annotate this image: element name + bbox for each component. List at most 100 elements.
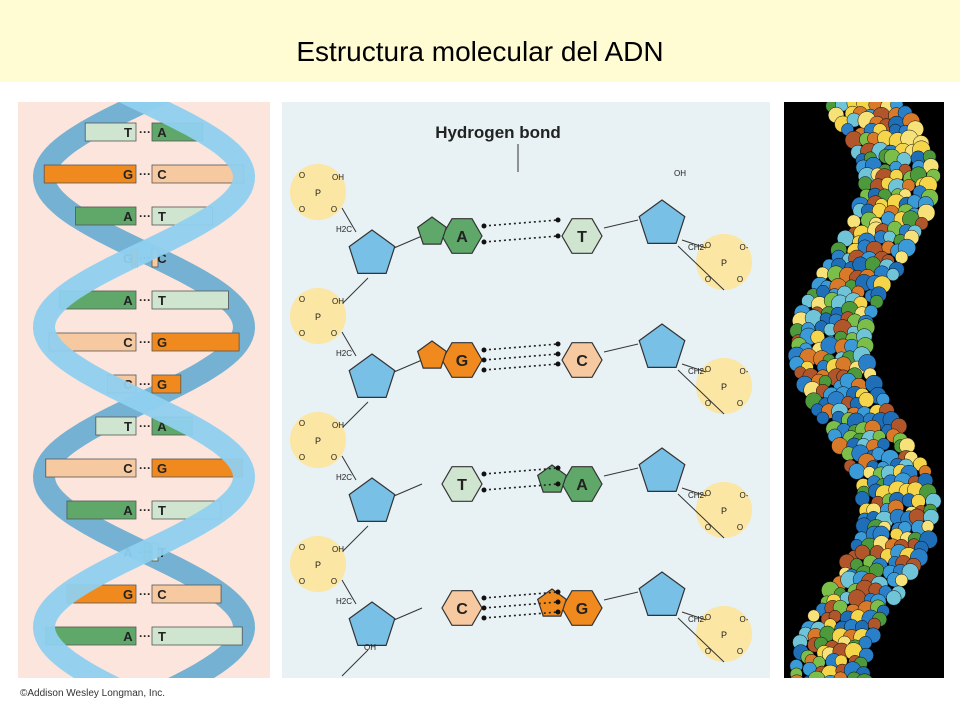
base-letter-right: T bbox=[158, 503, 166, 518]
phosphate-o: O bbox=[737, 523, 743, 532]
base-letter-right: A bbox=[157, 419, 167, 434]
backbone-bond bbox=[681, 239, 707, 249]
sugar-left bbox=[348, 477, 396, 522]
base-bar-right bbox=[151, 626, 243, 646]
backbone-bond bbox=[341, 455, 357, 481]
base-letter-right: C bbox=[157, 251, 167, 266]
glycosidic-bond bbox=[393, 235, 423, 249]
backbone-bond bbox=[677, 617, 725, 663]
bond-atom bbox=[481, 223, 487, 229]
phosphate-o: O bbox=[299, 543, 305, 552]
glycosidic-bond bbox=[393, 359, 423, 373]
backbone-bond bbox=[341, 525, 369, 553]
sugar-left bbox=[348, 229, 396, 274]
base-letter-right: G bbox=[157, 377, 167, 392]
hydrogen-bond-dots: ··· bbox=[139, 377, 151, 391]
title-band bbox=[0, 0, 960, 82]
phosphate-oh: O- bbox=[740, 491, 749, 500]
oh-label-bottom: OH bbox=[364, 643, 376, 652]
sugar-left bbox=[348, 353, 396, 398]
pyrimidine-hexagon bbox=[441, 466, 483, 502]
hydrogen-bond-dots: ··· bbox=[139, 461, 151, 475]
phosphate-p: P bbox=[315, 188, 321, 198]
atom-sphere bbox=[895, 573, 909, 587]
phosphate-o: O bbox=[299, 577, 305, 586]
backbone-bond bbox=[681, 363, 707, 373]
hydrogen-bond-line bbox=[483, 353, 559, 361]
bond-atom bbox=[481, 239, 487, 245]
hydrogen-bond-line bbox=[483, 591, 559, 599]
base-letter-left: A bbox=[123, 503, 133, 518]
hydrogen-bond-line bbox=[483, 219, 559, 227]
atom-sphere bbox=[790, 674, 804, 678]
phosphate-o: O bbox=[705, 241, 711, 250]
pyrimidine-letter: T bbox=[457, 477, 467, 494]
phosphate-oh: OH bbox=[332, 173, 344, 182]
base-bar-left bbox=[84, 122, 137, 142]
purine-pentagon bbox=[416, 216, 448, 245]
hydrogen-bond-dots: ··· bbox=[139, 587, 151, 601]
base-letter-left: A bbox=[123, 293, 133, 308]
glycosidic-bond bbox=[393, 607, 423, 621]
bond-atom bbox=[481, 471, 487, 477]
pyrimidine-letter: C bbox=[576, 353, 588, 370]
atom-sphere bbox=[858, 392, 875, 408]
phosphate-p: P bbox=[721, 630, 727, 640]
phosphate-oh: OH bbox=[332, 297, 344, 306]
glycosidic-bond bbox=[393, 483, 423, 497]
hydrogen-bond-line bbox=[483, 235, 559, 243]
phosphate-o: O bbox=[737, 647, 743, 656]
sugar-right bbox=[638, 323, 686, 368]
glycosidic-bond bbox=[603, 219, 639, 229]
base-letter-right: T bbox=[158, 209, 166, 224]
atom-sphere bbox=[816, 411, 830, 425]
bond-atom bbox=[555, 351, 561, 357]
base-letter-left: C bbox=[123, 461, 133, 476]
bond-atom bbox=[555, 481, 561, 487]
atom-sphere bbox=[823, 675, 838, 678]
ch2-label-right: CH2 bbox=[688, 491, 705, 500]
phosphate-oh: O- bbox=[740, 243, 749, 252]
ch2-label-right: CH2 bbox=[688, 367, 705, 376]
base-letter-left: A bbox=[123, 629, 133, 644]
phosphate-oh: O- bbox=[740, 367, 749, 376]
bond-atom bbox=[481, 357, 487, 363]
phosphate-p: P bbox=[315, 436, 321, 446]
phosphate-p: P bbox=[721, 258, 727, 268]
glycosidic-bond bbox=[603, 343, 639, 353]
phosphate-left bbox=[290, 536, 346, 592]
phosphate-oh: OH bbox=[332, 421, 344, 430]
base-letter-left: T bbox=[124, 125, 132, 140]
backbone-bond bbox=[341, 401, 369, 429]
ch2-label-right: CH2 bbox=[688, 243, 705, 252]
base-letter-right: T bbox=[158, 293, 166, 308]
bond-atom bbox=[555, 589, 561, 595]
sugar-left bbox=[348, 601, 396, 647]
phosphate-o: O bbox=[737, 275, 743, 284]
purine-pentagon bbox=[416, 340, 448, 369]
phosphate-o: O bbox=[737, 399, 743, 408]
hydrogen-bond-line bbox=[483, 601, 559, 609]
bond-atom bbox=[481, 487, 487, 493]
phosphate-o: O bbox=[705, 489, 711, 498]
space-filling-model bbox=[787, 102, 942, 678]
phosphate-o: O bbox=[299, 205, 305, 214]
hydrogen-bond-line bbox=[483, 343, 559, 351]
purine-letter: G bbox=[576, 601, 588, 618]
phosphate-o: O bbox=[331, 205, 337, 214]
space-filling-model-panel bbox=[784, 102, 944, 678]
backbone-bond bbox=[341, 579, 357, 605]
base-letter-left: T bbox=[124, 419, 132, 434]
hydrogen-bond-dots: ··· bbox=[139, 125, 151, 139]
pyrimidine-hexagon bbox=[561, 218, 603, 254]
base-bar-left bbox=[45, 458, 137, 478]
hydrogen-bond-line bbox=[483, 483, 559, 491]
base-bar-left bbox=[66, 500, 137, 520]
bond-atom bbox=[555, 465, 561, 471]
bond-atom bbox=[481, 605, 487, 611]
sugar-right bbox=[638, 447, 686, 492]
